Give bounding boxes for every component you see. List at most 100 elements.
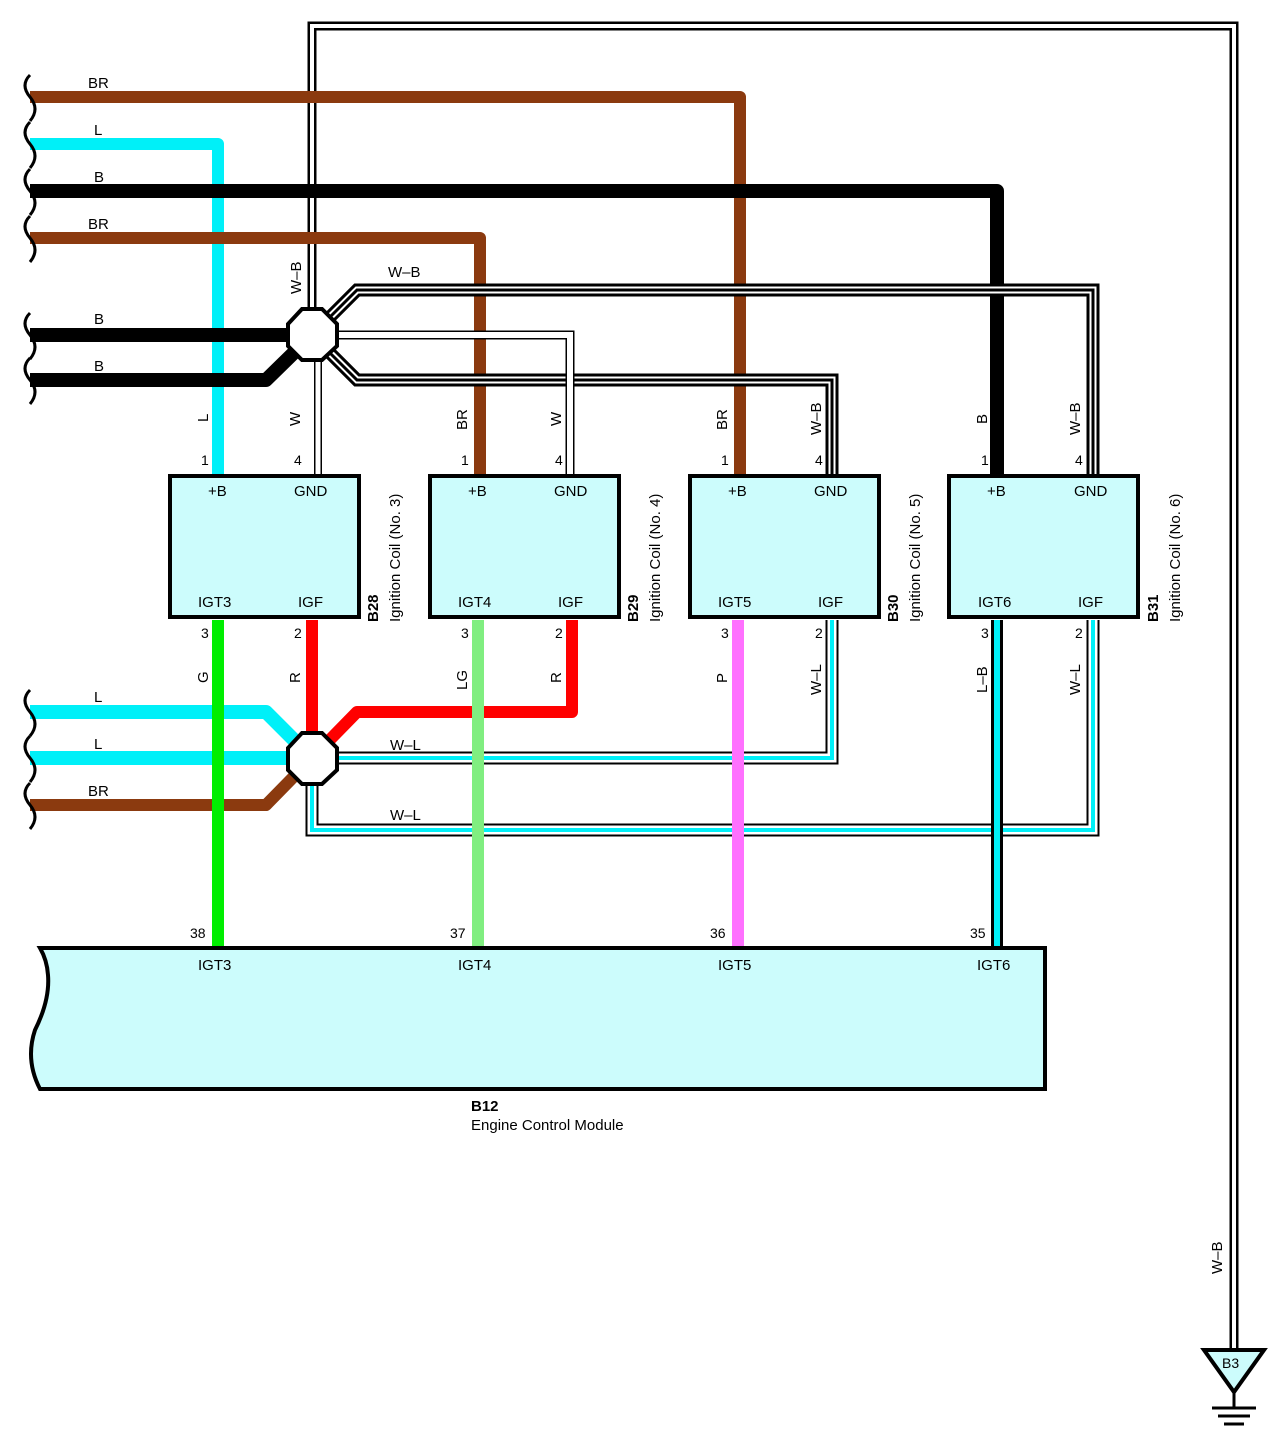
coil4-pin-igt: IGT4: [458, 594, 491, 611]
coil6-pin-num-1: 1: [981, 452, 989, 468]
coil6-pin-igf: IGF: [1078, 594, 1103, 611]
coil3-pin-num-4: 4: [294, 452, 302, 468]
wire-label-b-1: B: [94, 169, 104, 186]
wire-label-b-j1b: B: [94, 358, 104, 375]
coil4-pin-num-3: 3: [461, 625, 469, 641]
coil5-pin-num-1: 1: [721, 452, 729, 468]
coil3-code: B28: [365, 594, 382, 622]
wire-label-br-2: BR: [88, 216, 109, 233]
coil4-pin-gnd: GND: [554, 483, 588, 500]
coil5-pin-num-3: 3: [721, 625, 729, 641]
wire-label-w-l-1: W–L: [390, 737, 421, 754]
engine-control-module: 38 37 36 35 IGT3 IGT4 IGT5 IGT6 B12 Engi…: [29, 925, 1047, 1134]
coil6-wire-igt: L–B: [974, 666, 991, 693]
coil4-pin-plus-b: +B: [468, 483, 487, 500]
coil5-wire-plus-b: BR: [714, 409, 731, 430]
coil6-pin-num-4: 4: [1075, 452, 1083, 468]
wire-label-l-j2a: L: [94, 689, 102, 706]
coil3-pin-igf: IGF: [298, 594, 323, 611]
wire-b-top: [30, 184, 1004, 476]
wire-l-top: [30, 138, 224, 476]
wire-label-b-j1a: B: [94, 311, 104, 328]
coil5-code: B30: [885, 594, 902, 622]
wire-w-l: [305, 620, 1100, 837]
ground-code: B3: [1222, 1355, 1239, 1371]
ecm-pin-num-35: 35: [970, 925, 986, 941]
ecm-pin-igt6: IGT6: [977, 957, 1010, 974]
coil3-pin-gnd: GND: [294, 483, 328, 500]
coil6-pin-gnd: GND: [1074, 483, 1108, 500]
coil6-pin-num-2: 2: [1075, 625, 1083, 641]
coil3-name: Ignition Coil (No. 3): [387, 494, 404, 622]
coil4-pin-num-1: 1: [461, 452, 469, 468]
coil6-wire-gnd: W–B: [1067, 402, 1084, 435]
junction-1: [286, 307, 339, 362]
wire-label-l-j2b: L: [94, 736, 102, 753]
ground-wire-w-b: [307, 21, 1239, 1352]
coil5-pin-igf: IGF: [818, 594, 843, 611]
coil4-pin-num-2: 2: [555, 625, 563, 641]
coil4-wire-plus-b: BR: [454, 409, 471, 430]
coil6-name: Ignition Coil (No. 6): [1167, 494, 1184, 622]
ecm-pin-num-36: 36: [710, 925, 726, 941]
ecm-pin-igt3: IGT3: [198, 957, 231, 974]
ecm-pin-igt4: IGT4: [458, 957, 491, 974]
coil5-pin-num-4: 4: [815, 452, 823, 468]
junction-2: [286, 731, 339, 786]
coil3-wire-plus-b: L: [195, 414, 212, 422]
wire-br-top: [30, 91, 746, 476]
coil6-pin-num-3: 3: [981, 625, 989, 641]
wire-label-br-j2: BR: [88, 783, 109, 800]
wire-w-gnd: [312, 330, 575, 476]
coil4-wire-igf: R: [548, 672, 565, 683]
wire-label-l-1: L: [94, 122, 102, 139]
coil3-pin-num-3: 3: [201, 625, 209, 641]
wire-br-second: [30, 232, 486, 476]
coil5-wire-gnd: W–B: [808, 402, 825, 435]
wire-label-w-b-ground: W–B: [1209, 1241, 1226, 1274]
coil3-pin-num-2: 2: [294, 625, 302, 641]
coil4-wire-igt: LG: [454, 670, 471, 690]
wire-label-br-1: BR: [88, 75, 109, 92]
wire-br-j2: [30, 753, 317, 811]
ecm-pin-num-38: 38: [190, 925, 206, 941]
ecm-pin-igt5: IGT5: [718, 957, 751, 974]
wire-label-w-b-loop: W–B: [388, 264, 421, 281]
coil3-pin-igt: IGT3: [198, 594, 231, 611]
coil3-wire-igt: G: [195, 671, 212, 683]
wire-r-igf: [306, 620, 578, 763]
break-marks: [23, 73, 37, 830]
coil5-name: Ignition Coil (No. 5): [907, 494, 924, 622]
coil4-wire-gnd: W: [548, 411, 565, 426]
coil5-pin-gnd: GND: [814, 483, 848, 500]
coil3-pin-plus-b: +B: [208, 483, 227, 500]
wire-label-w-b-top: W–B: [288, 261, 305, 294]
coil3-wire-igf: R: [287, 672, 304, 683]
coil5-wire-igf: W–L: [808, 664, 825, 695]
coil3-pin-num-1: 1: [201, 452, 209, 468]
ecm-name: Engine Control Module: [471, 1117, 624, 1134]
coil6-pin-plus-b: +B: [987, 483, 1006, 500]
coil6-wire-plus-b: B: [974, 414, 991, 424]
coil5-pin-num-2: 2: [815, 625, 823, 641]
ecm-pin-num-37: 37: [450, 925, 466, 941]
coil4-name: Ignition Coil (No. 4): [647, 494, 664, 622]
coil4-pin-num-4: 4: [555, 452, 563, 468]
ecm-code: B12: [471, 1098, 499, 1115]
wire-label-w-l-2: W–L: [390, 807, 421, 824]
coil3-wire-gnd: W: [287, 411, 304, 426]
coil4-pin-igf: IGF: [558, 594, 583, 611]
coil5-wire-igt: P: [714, 673, 731, 683]
ignition-coil-5: +B GND IGT5 IGF 1 4 3 2 BR W–B P W–L B30…: [688, 402, 924, 695]
coil4-code: B29: [625, 594, 642, 622]
coil5-pin-igt: IGT5: [718, 594, 751, 611]
ignition-coil-4: +B GND IGT4 IGF 1 4 3 2 BR W LG R B29 Ig…: [428, 409, 664, 690]
coil6-code: B31: [1145, 594, 1162, 622]
ignition-coil-6: +B GND IGT6 IGF 1 4 3 2 B W–B L–B W–L B3…: [947, 402, 1184, 695]
wire-w-b-loop: [307, 283, 1100, 476]
coil6-pin-igt: IGT6: [978, 594, 1011, 611]
coil6-wire-igf: W–L: [1067, 664, 1084, 695]
ignition-coil-3: +B GND IGT3 IGF 1 4 3 2 L W G R B28 Igni…: [168, 411, 404, 683]
ground-symbol: B3: [1200, 1348, 1268, 1426]
